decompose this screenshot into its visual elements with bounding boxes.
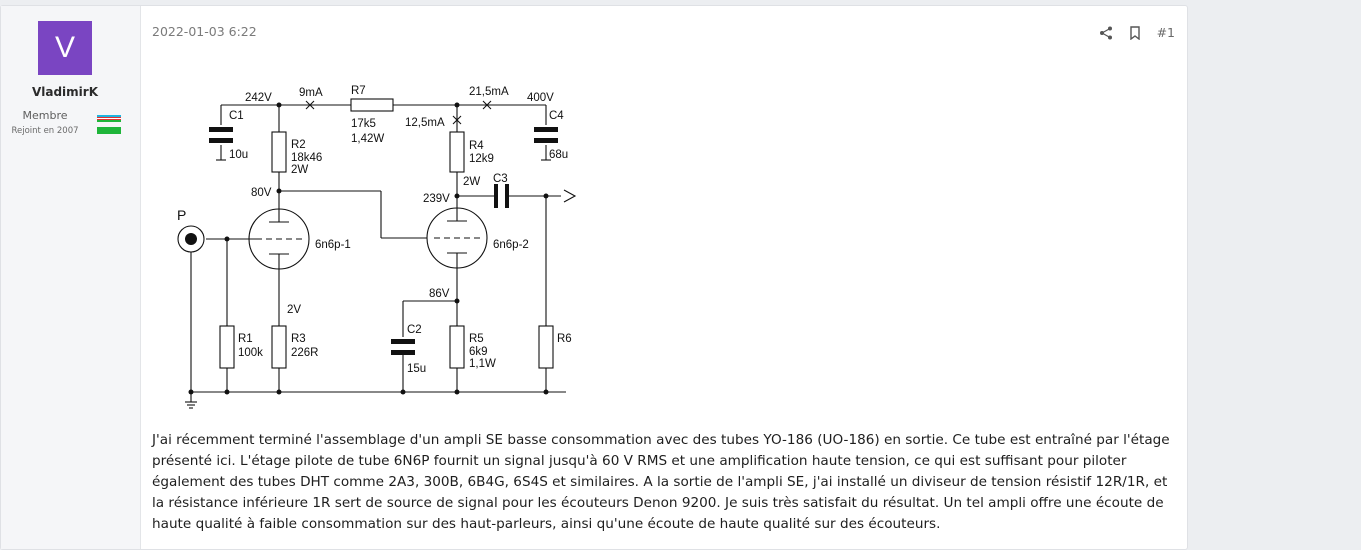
- user-title: Membre: [22, 109, 68, 122]
- label-2v: 2V: [287, 304, 301, 316]
- label-c2-value: 15u: [407, 363, 426, 375]
- post-date[interactable]: 2022-01-03 6:22: [152, 24, 257, 39]
- label-r5-watt: 1,1W: [469, 358, 496, 370]
- share-icon[interactable]: [1099, 26, 1113, 40]
- user-joined: Rejoint en 2007: [11, 126, 79, 136]
- label-c2: C2: [407, 324, 422, 336]
- label-9ma: 9mA: [299, 87, 323, 99]
- label-tube-1: 6n6p-1: [315, 239, 351, 251]
- post-actions: #1: [1099, 25, 1175, 40]
- label-tube-2: 6n6p-2: [493, 239, 529, 251]
- post-body-text: J'ai récemment terminé l'assemblage d'un…: [152, 432, 1170, 532]
- label-86v: 86V: [429, 288, 450, 300]
- label-r4-value: 12k9: [469, 153, 494, 165]
- label-r2: R2: [291, 139, 306, 151]
- label-400v: 400V: [527, 92, 554, 104]
- label-r5: R5: [469, 333, 484, 345]
- avatar[interactable]: V: [38, 21, 92, 75]
- label-c1-value: 10u: [229, 149, 248, 161]
- label-80v: 80V: [251, 187, 272, 199]
- label-21-5ma: 21,5mA: [469, 86, 509, 98]
- label-c4-value: 68u: [549, 149, 568, 161]
- label-r3: R3: [291, 333, 306, 345]
- status-bar-icon: [97, 127, 121, 134]
- label-2w: 2W: [463, 176, 480, 188]
- bookmark-icon[interactable]: [1129, 25, 1141, 40]
- label-239v: 239V: [423, 193, 450, 205]
- forum-post: V VladimirK Membre Rejoint en 2007 2022-…: [0, 5, 1188, 550]
- label-r2-watt: 2W: [291, 164, 308, 176]
- label-c3: C3: [493, 173, 508, 185]
- label-r7: R7: [351, 85, 366, 97]
- label-r3-value: 226R: [291, 347, 319, 359]
- label-c4: C4: [549, 110, 564, 122]
- username-link[interactable]: VladimirK: [31, 85, 99, 99]
- label-12-5ma: 12,5mA: [405, 117, 445, 129]
- label-r1-value: 100k: [238, 347, 263, 359]
- label-p: P: [177, 207, 186, 223]
- label-r5-value: 6k9: [469, 346, 488, 358]
- label-c1: C1: [229, 110, 244, 122]
- label-242v: 242V: [245, 92, 272, 104]
- country-flag-icon: [97, 115, 121, 122]
- label-r4: R4: [469, 140, 484, 152]
- label-r1: R1: [238, 333, 253, 345]
- label-r7-watt: 1,42W: [351, 133, 384, 145]
- label-r7-value: 17k5: [351, 118, 376, 130]
- label-r2-value: 18k46: [291, 152, 322, 164]
- user-info-panel: V VladimirK Membre Rejoint en 2007: [1, 6, 141, 549]
- circuit-schematic-image: 242V 9mA R7 17k5 1,42W 21,5mA 400V C4 68…: [177, 85, 577, 409]
- post-number-link[interactable]: #1: [1156, 25, 1175, 40]
- label-r6: R6: [557, 333, 572, 345]
